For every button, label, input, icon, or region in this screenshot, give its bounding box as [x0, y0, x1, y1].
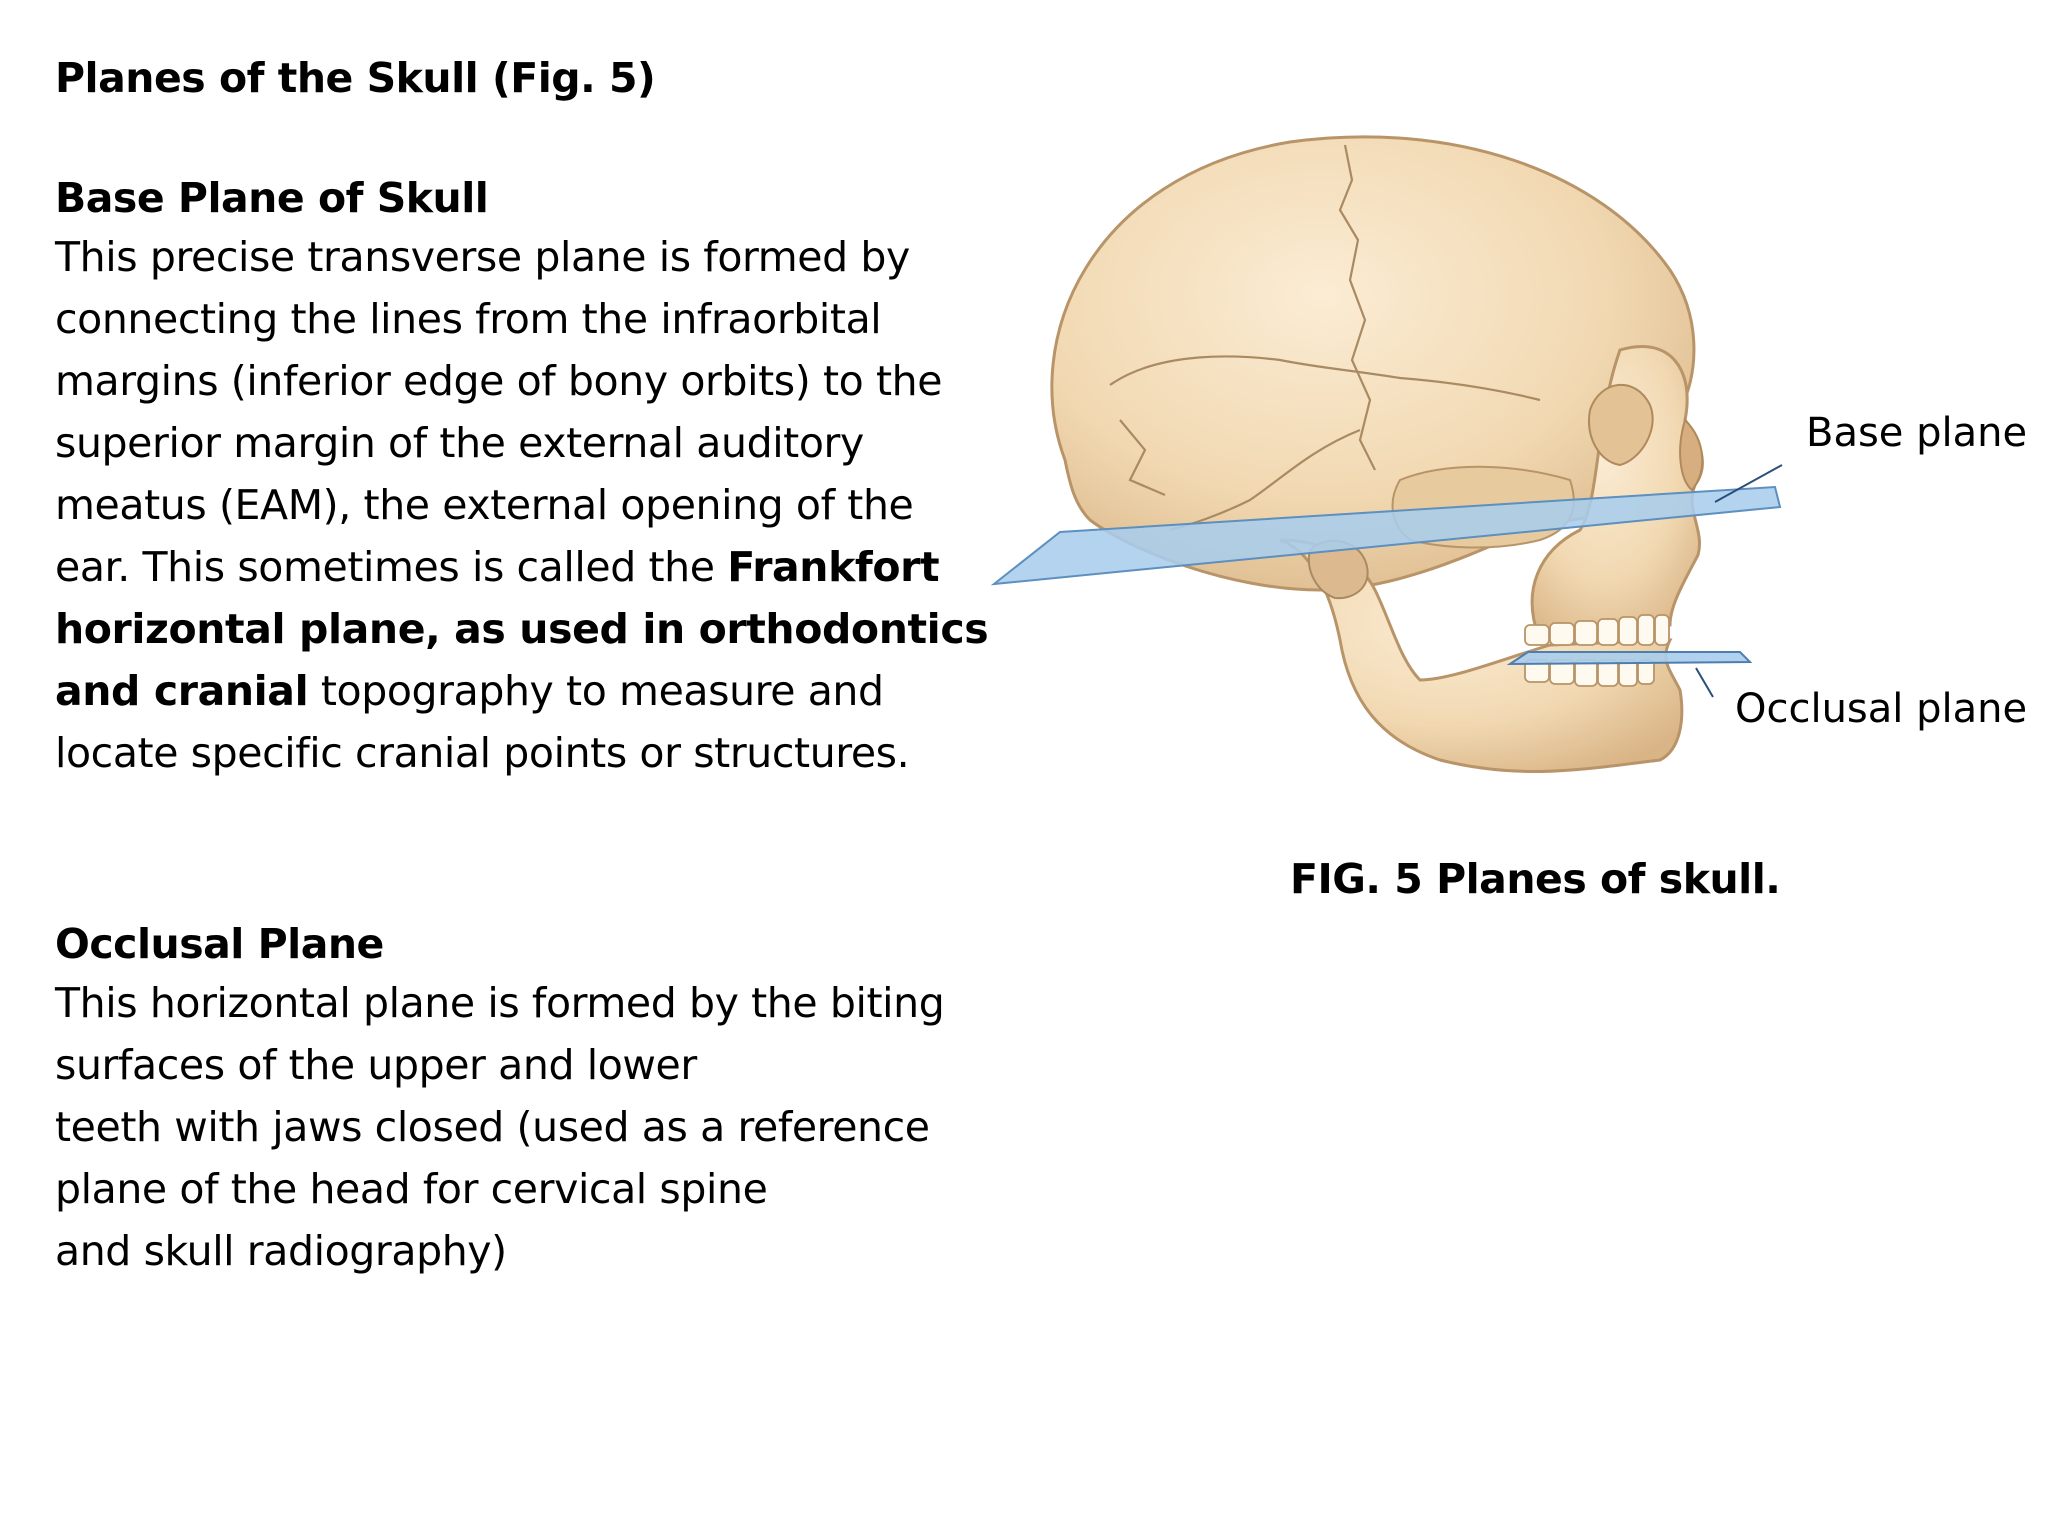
base-plane-leader	[1714, 464, 1783, 503]
text-line: meatus (EAM), the external opening of th…	[55, 481, 914, 529]
text-line: This precise transverse plane is formed …	[55, 233, 910, 281]
base-plane-label: Base plane	[1806, 410, 2028, 456]
text-run: topography to measure and	[308, 667, 884, 715]
text-column: Planes of the Skull (Fig. 5) Base Plane …	[55, 50, 995, 1275]
text-line: margins (inferior edge of bony orbits) t…	[55, 357, 943, 405]
mandible-shape	[1279, 538, 1684, 774]
text-line: teeth with jaws closed (used as a refere…	[55, 1103, 930, 1151]
nasal-cavity-shape	[1679, 418, 1704, 492]
base-plane-description: This precise transverse plane is formed …	[55, 226, 989, 784]
text-line: surfaces of the upper and lower	[55, 1041, 697, 1089]
occlusal-plane-leader	[1695, 667, 1714, 698]
text-line: ear. This sometimes is called the Frankf…	[55, 536, 988, 598]
text-line: and cranial topography to measure and	[55, 660, 988, 722]
figure-caption: FIG. 5 Planes of skull.	[1290, 855, 1781, 903]
text-line: and skull radiography)	[55, 1227, 507, 1275]
occlusal-plane-label: Occlusal plane	[1735, 686, 2028, 732]
skull-illustration	[990, 135, 1783, 774]
bold-run: and cranial	[55, 667, 309, 715]
text-line: locate specific cranial points or struct…	[55, 729, 910, 777]
upper-teeth	[1524, 614, 1670, 646]
text-line: This horizontal plane is formed by the b…	[55, 979, 945, 1027]
base-plane-section: Base Plane of Skull This precise transve…	[55, 170, 989, 784]
occlusal-plane-heading: Occlusal Plane	[55, 920, 384, 968]
skull-figure: Base plane Occlusal plane	[980, 120, 2048, 800]
base-plane-heading: Base Plane of Skull	[55, 174, 489, 222]
text-line: connecting the lines from the infraorbit…	[55, 295, 882, 343]
bold-run: horizontal plane, as used in orthodontic…	[55, 605, 989, 653]
occlusal-plane-section: Occlusal Plane This horizontal plane is …	[55, 916, 945, 1282]
occlusal-plane-description: This horizontal plane is formed by the b…	[55, 972, 945, 1282]
base-plane	[990, 485, 1782, 586]
text-line: plane of the head for cervical spine	[55, 1165, 768, 1213]
text-line: horizontal plane, as used in orthodontic…	[55, 598, 989, 660]
occlusal-plane	[1506, 651, 1753, 666]
bold-run: Frankfort	[727, 543, 940, 591]
text-run: ear. This sometimes is called the	[55, 543, 728, 591]
orbit-shape	[1588, 383, 1654, 467]
text-line: superior margin of the external auditory	[55, 419, 864, 467]
page-title: Planes of the Skull (Fig. 5)	[55, 54, 656, 102]
